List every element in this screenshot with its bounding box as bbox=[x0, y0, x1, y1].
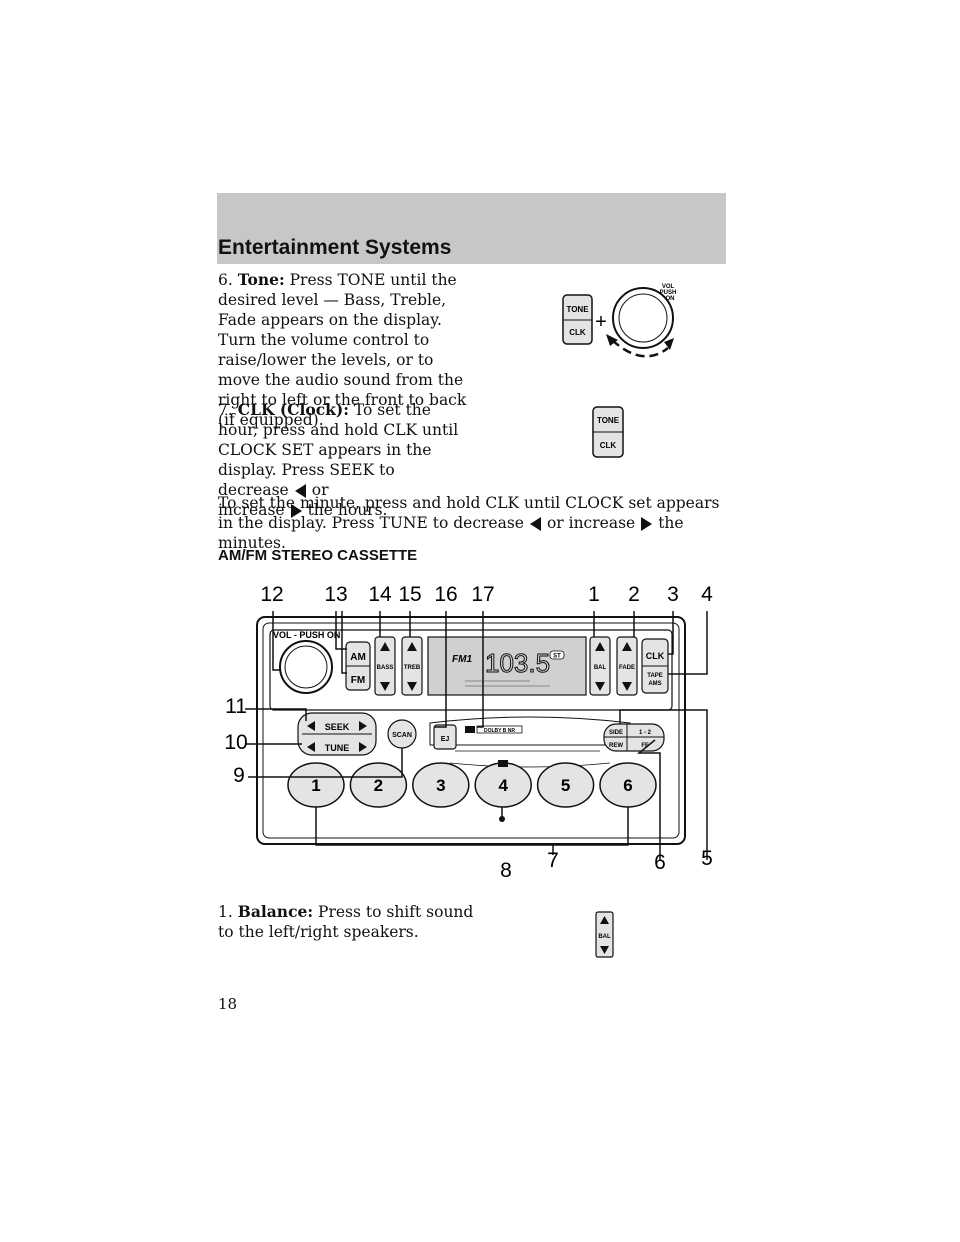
clk-text: CLK bbox=[600, 441, 617, 450]
tone-text: TONE bbox=[597, 416, 620, 425]
fade-button bbox=[616, 636, 638, 696]
balance-label: Balance: bbox=[237, 902, 314, 921]
callout-1: 1 bbox=[588, 583, 600, 606]
bal-text: BAL bbox=[594, 665, 607, 671]
balance-button bbox=[589, 636, 611, 696]
paragraph-tone: 6. Tone: Press TONE until the desired le… bbox=[218, 270, 467, 429]
tape-text: TAPE bbox=[647, 673, 663, 679]
page-number: 18 bbox=[218, 995, 238, 1013]
side-1-2-text: 1 - 2 bbox=[639, 730, 652, 736]
callout-14: 14 bbox=[368, 583, 392, 606]
am-text: AM bbox=[350, 652, 366, 663]
treble-button bbox=[401, 636, 423, 696]
volume-knob bbox=[612, 287, 674, 349]
callout-17: 17 bbox=[471, 583, 494, 606]
paragraph-clock: 7. CLK (Clock): To set the hour, press a… bbox=[218, 400, 459, 519]
clk-label: CLK (Clock): bbox=[237, 400, 349, 419]
right-arrow-icon bbox=[290, 504, 302, 518]
bass-button bbox=[374, 636, 396, 696]
callout-8: 8 bbox=[500, 859, 512, 882]
callout-9: 9 bbox=[233, 764, 245, 787]
dolby-text: DOLBY B NR bbox=[484, 728, 515, 734]
preset-buttons: 1 2 3 4 5 6 bbox=[287, 762, 657, 808]
preset-button-5 bbox=[536, 762, 595, 808]
callout-7: 7 bbox=[547, 849, 559, 872]
callout-11: 11 bbox=[225, 695, 247, 718]
preset-label: 1 bbox=[311, 776, 320, 795]
ej-text: EJ bbox=[441, 736, 450, 743]
plus-icon: + bbox=[595, 311, 607, 333]
callout-15: 15 bbox=[398, 583, 421, 606]
clk-text: CLK bbox=[646, 651, 665, 661]
radio-display bbox=[427, 636, 587, 696]
callout-10: 10 bbox=[224, 731, 247, 754]
eject-button bbox=[433, 724, 457, 750]
ams-text: AMS bbox=[648, 681, 661, 687]
callout-5: 5 bbox=[701, 847, 713, 870]
on-text: ON bbox=[666, 296, 675, 302]
callout-16: 16 bbox=[434, 583, 457, 606]
callout-2: 2 bbox=[628, 583, 640, 606]
dolby-logo-icon bbox=[465, 726, 475, 733]
section-header-band bbox=[217, 193, 726, 264]
tone-text: TONE bbox=[566, 305, 589, 314]
down-arrow-icon bbox=[600, 946, 609, 954]
preset-label: 3 bbox=[436, 776, 445, 795]
left-arrow-icon bbox=[529, 517, 541, 531]
vol-text: VOL bbox=[662, 284, 675, 290]
callout-3: 3 bbox=[667, 583, 679, 606]
preset-button-3 bbox=[412, 762, 470, 808]
treb-text: TREB bbox=[404, 665, 421, 671]
balance-button-figure: BAL bbox=[595, 911, 614, 958]
tune-text: TUNE bbox=[325, 743, 350, 753]
frequency-text: 103.5 bbox=[485, 648, 550, 678]
tone-clk-figure: TONE CLK bbox=[592, 406, 624, 458]
dolby-logo-icon bbox=[498, 760, 508, 767]
callout-12: 12 bbox=[260, 583, 283, 606]
paragraph-balance: 1. Balance: Press to shift sound to the … bbox=[218, 902, 474, 941]
paragraph-minute: To set the minute, press and hold CLK un… bbox=[218, 494, 720, 552]
side-text: SIDE bbox=[609, 730, 623, 736]
radio-diagram: VOL - PUSH ON AM FM BASS TREB FM1 103.5 … bbox=[224, 583, 713, 882]
rotation-arrow-icon bbox=[611, 339, 669, 358]
preset-label: 6 bbox=[623, 776, 632, 795]
section-title: Entertainment Systems bbox=[218, 236, 452, 259]
vol-push-on-label: VOL - PUSH ON bbox=[273, 630, 340, 640]
callout-6: 6 bbox=[654, 851, 666, 874]
seek-text: SEEK bbox=[325, 722, 350, 732]
volume-knob bbox=[279, 640, 333, 694]
tone-volume-figure: TONE CLK + VOL PUSH ON bbox=[562, 284, 677, 358]
band-text: FM1 bbox=[452, 654, 472, 665]
stereo-indicator: ST bbox=[553, 654, 561, 660]
clk-text: CLK bbox=[569, 328, 586, 337]
push-text: PUSH bbox=[660, 290, 677, 296]
ff-text: FF bbox=[641, 743, 649, 749]
preset-label: 2 bbox=[374, 776, 383, 795]
scan-text: SCAN bbox=[392, 732, 412, 739]
right-arrow-icon bbox=[641, 517, 653, 531]
section-heading: AM/FM STEREO CASSETTE bbox=[218, 547, 418, 564]
rew-text: REW bbox=[609, 743, 623, 749]
callout-13: 13 bbox=[324, 583, 347, 606]
up-arrow-icon bbox=[600, 916, 609, 924]
bal-text: BAL bbox=[598, 934, 611, 940]
preset-label: 4 bbox=[498, 776, 508, 795]
fm-text: FM bbox=[351, 675, 365, 686]
preset-label: 5 bbox=[561, 776, 570, 795]
preset-button-2 bbox=[349, 762, 408, 808]
tone-label: Tone: bbox=[237, 270, 285, 289]
left-arrow-icon bbox=[294, 484, 306, 498]
callout-4: 4 bbox=[701, 583, 713, 606]
fade-text: FADE bbox=[619, 665, 635, 671]
bass-text: BASS bbox=[377, 665, 394, 671]
